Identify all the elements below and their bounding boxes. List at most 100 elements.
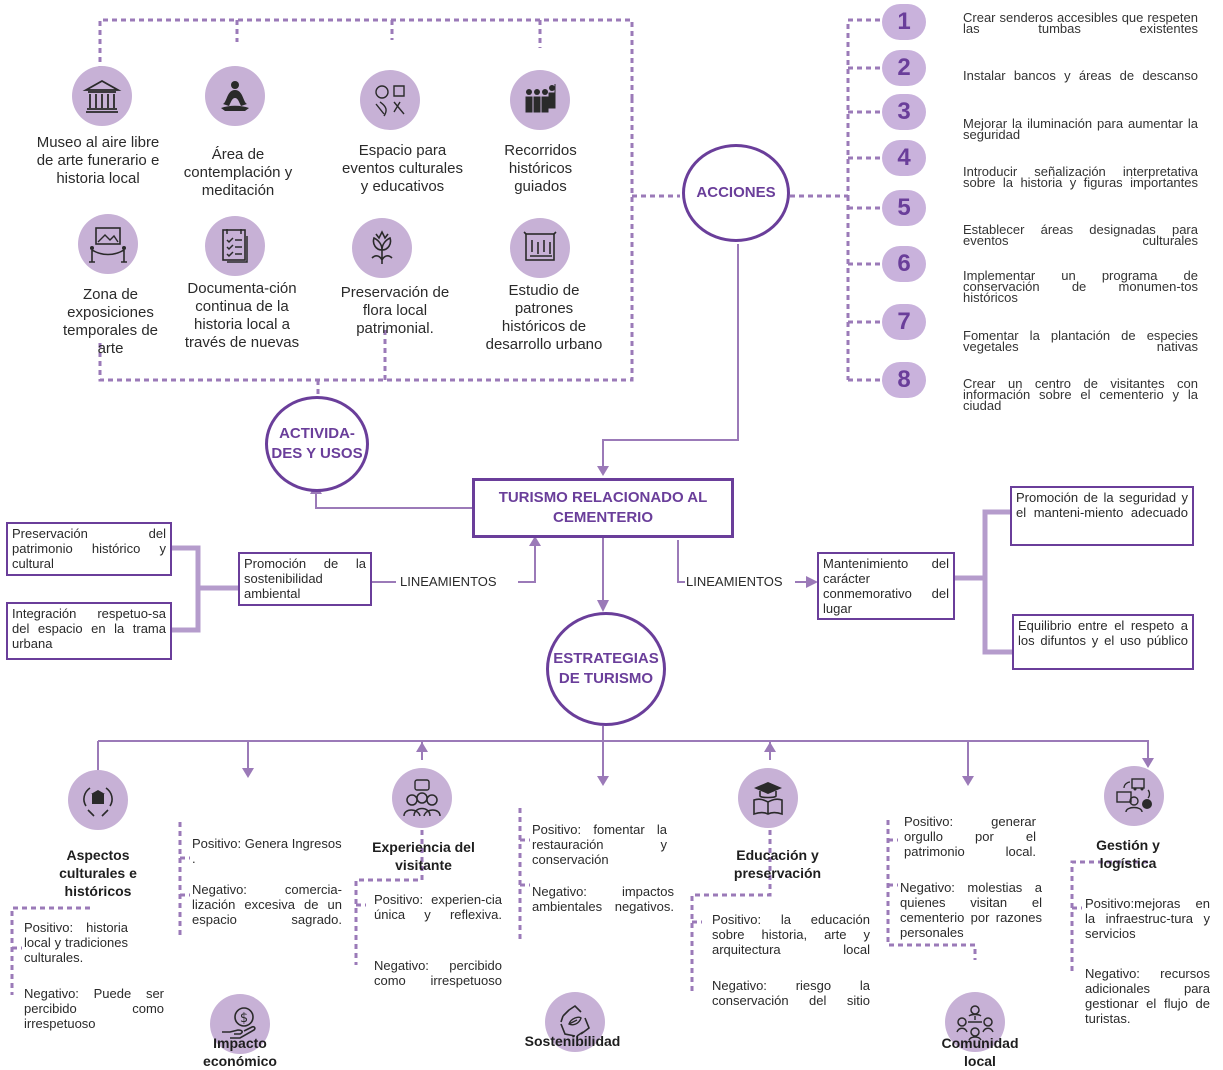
action-text-3: Mejorar la iluminación para aumentar la …: [963, 116, 1198, 142]
sustainability-icon: [545, 992, 605, 1052]
arrowhead: [529, 536, 541, 546]
cultural-aspects-icon: [68, 770, 128, 830]
box-caracter-conmemorativo: Mantenimiento del carácter conmemorativo…: [817, 552, 955, 620]
arrowhead: [242, 768, 254, 778]
node-acciones-label: ACCIONES: [696, 184, 776, 201]
action-text-1: Crear senderos accesibles que respeten l…: [963, 10, 1198, 36]
activity-documentacion: Documenta-ción continua de la historia l…: [184, 280, 300, 351]
strategy-title-educacion: Educación y preservación: [733, 847, 822, 881]
arrowhead: [597, 776, 609, 786]
museum-icon: [72, 66, 132, 126]
gestion-positive: Positivo:mejoras en la infraestruc-tura …: [1085, 896, 1210, 941]
exhibition-icon: [78, 214, 138, 274]
lineamiento-left-arrow: [518, 543, 536, 583]
aspectos-positive: Positivo: historia local y tradiciones c…: [24, 920, 128, 965]
acciones-bracket: [790, 18, 880, 382]
box-promocion-seguridad: Promoción de la seguridad y el manteni-m…: [1010, 486, 1194, 546]
educacion-positive: Positivo: la educación sobre historia, a…: [712, 912, 870, 957]
node-actividades-label: ACTIVIDA- DES Y USOS: [271, 425, 363, 462]
flora-icon: [352, 218, 412, 278]
arrowhead: [1142, 758, 1154, 768]
arrowhead: [764, 742, 776, 752]
arrowhead: [416, 742, 428, 752]
bracket-comunidad: [886, 820, 977, 960]
strategy-title-gestion: Gestión y logística: [1096, 837, 1160, 871]
box-preservacion-patrimonio: Preservación del patrimonio histórico y …: [6, 522, 172, 576]
logistics-icon: [1104, 766, 1164, 826]
comunidad-negative: Negativo: molestias a quienes visitan el…: [900, 880, 1042, 940]
turismo-to-actividades: [315, 492, 472, 509]
label-lineamientos-left: LINEAMIENTOS: [400, 574, 497, 589]
activity-flora: Preservación de flora local patrimonial.: [340, 284, 450, 337]
action-text-5: Establecer áreas designadas para eventos…: [963, 222, 1198, 248]
aspectos-negative: Negativo: Puede ser percibido como irres…: [24, 986, 164, 1031]
bracket-aspectos: [10, 906, 90, 995]
visitor-experience-icon: [392, 768, 452, 828]
action-text-4: Introducir señalización interpretativa s…: [963, 164, 1198, 190]
node-acciones: ACCIONES: [682, 144, 790, 242]
label-lineamientos-right: LINEAMIENTOS: [686, 574, 783, 589]
action-number-5: 5: [882, 190, 926, 226]
action-number-2: 2: [882, 50, 926, 86]
box-sostenibilidad-ambiental: Promoción de la sostenibilidad ambiental: [238, 552, 372, 606]
node-actividades-usos: ACTIVIDA- DES Y USOS: [265, 396, 369, 492]
bracket-educacion: [690, 830, 772, 992]
community-icon: [945, 992, 1005, 1052]
strategy-title-impacto: Impacto económico: [203, 1035, 277, 1069]
activity-contemplacion: Área de contemplación y meditación: [183, 146, 293, 199]
bracket-experiencia: [354, 830, 424, 965]
cultural-events-icon: [360, 70, 420, 130]
node-turismo: TURISMO RELACIONADO AL CEMENTERIO: [472, 478, 734, 538]
documentation-icon: [205, 216, 265, 276]
strategy-title-aspectos: Aspectos culturales e históricos: [59, 847, 137, 899]
meditation-icon: [205, 66, 265, 126]
activity-zona-exposiciones: Zona de exposiciones temporales de arte: [62, 286, 159, 357]
sostenibilidad-positive: Positivo: fomentar la restauración y con…: [532, 822, 667, 867]
activity-recorridos: Recorridos históricos guiados: [504, 142, 577, 195]
box-integracion-espacio: Integración respetuo-sa del espacio en l…: [6, 602, 172, 660]
strategy-title-comunidad: Comunidad local: [941, 1035, 1019, 1069]
activity-espacio-eventos: Espacio para eventos culturales y educat…: [342, 142, 463, 195]
experiencia-negative: Negativo: percibido como irrespetuoso: [374, 958, 502, 988]
arrowhead: [597, 466, 609, 476]
bracket-sostenibilidad: [518, 808, 530, 940]
impacto-negative: Negativo: comercia-lización excesiva de …: [192, 882, 342, 927]
strategy-title-experiencia: Experiencia del visitante: [372, 839, 475, 873]
left-bracket: [172, 545, 238, 633]
node-estrategias: ESTRATEGIAS DE TURISMO: [546, 612, 666, 726]
acciones-to-turismo: [602, 244, 739, 466]
sostenibilidad-negative: Negativo: impactos ambientales negativos…: [532, 884, 674, 914]
experiencia-positive: Positivo: experien-cia única y reflexiva…: [374, 892, 502, 922]
activity-estudio: Estudio de patrones históricos de desarr…: [485, 282, 603, 353]
educacion-negative: Negativo: riesgo la conservación del sit…: [712, 978, 870, 1008]
arrowhead: [597, 600, 609, 612]
impacto-positive: Positivo: Genera Ingresos .: [192, 836, 342, 866]
action-number-7: 7: [882, 304, 926, 340]
action-number-8: 8: [882, 362, 926, 398]
guided-tour-icon: [510, 70, 570, 130]
box-equilibrio-respeto: Equilibrio entre el respeto a los difunt…: [1012, 614, 1194, 670]
economic-impact-icon: $: [210, 994, 270, 1054]
action-text-2: Instalar bancos y áreas de descanso: [963, 68, 1198, 83]
gestion-negative: Negativo: recursos adicionales para gest…: [1085, 966, 1210, 1026]
arrowhead: [962, 776, 974, 786]
action-text-6: Implementar un programa de conservación …: [963, 268, 1198, 305]
activities-bottom-frame: [98, 98, 634, 382]
bracket-gestion: [1070, 860, 1148, 975]
education-icon: [738, 768, 798, 828]
lineamiento-right-start: [677, 540, 685, 583]
action-number-6: 6: [882, 246, 926, 282]
comunidad-positive: Positivo: generar orgullo por el patrimo…: [904, 814, 1036, 859]
action-text-7: Fomentar la plantación de especies veget…: [963, 328, 1198, 354]
activities-top-frame: [98, 18, 634, 98]
node-turismo-label: TURISMO RELACIONADO AL CEMENTERIO: [498, 489, 708, 526]
action-text-8: Crear un centro de visitantes con inform…: [963, 376, 1198, 413]
action-number-3: 3: [882, 94, 926, 130]
right-bracket: [955, 509, 1012, 655]
strategies-tree: [97, 740, 1149, 778]
urban-study-icon: [510, 218, 570, 278]
strategy-title-sostenibilidad: Sostenibilidad: [524, 1033, 621, 1049]
bracket-impacto: [178, 822, 190, 935]
